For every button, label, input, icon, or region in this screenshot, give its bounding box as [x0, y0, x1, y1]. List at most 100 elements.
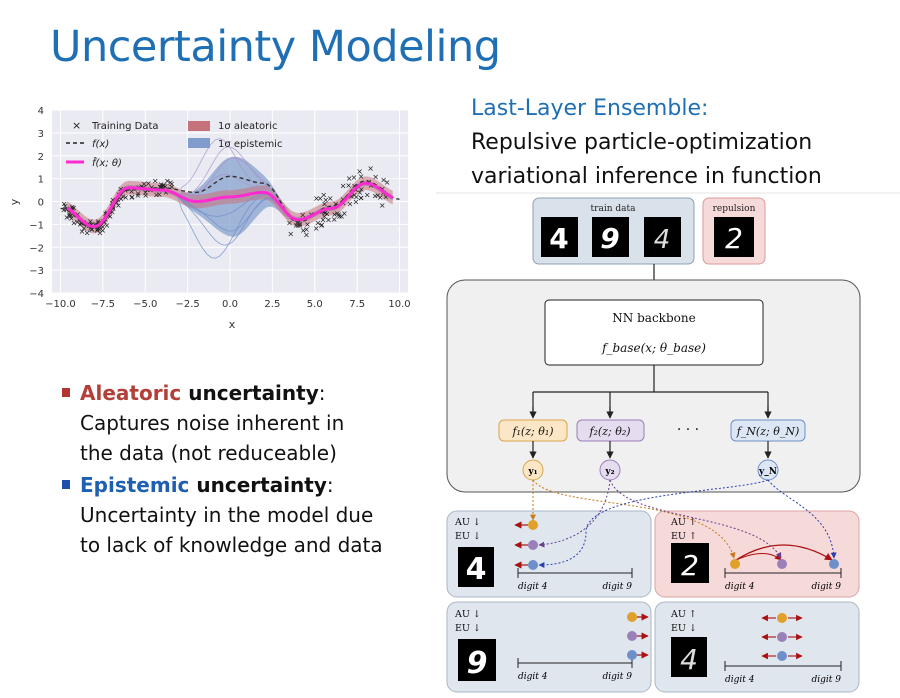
data-point: ×: [78, 219, 85, 228]
data-point: ×: [120, 192, 127, 201]
backbone-formula: f_base(x; θ_base): [601, 341, 706, 355]
data-point: ×: [68, 214, 75, 223]
data-point: ×: [379, 201, 386, 210]
digit-image-4b: [644, 217, 681, 257]
data-point: ×: [128, 187, 135, 196]
legend-item-fx: f(x): [92, 139, 109, 150]
data-point: ×: [142, 188, 149, 197]
data-point: ×: [168, 183, 175, 192]
data-point: ×: [152, 176, 159, 185]
x-tick-label: −10.0: [45, 299, 76, 310]
connector-yn-b: [767, 479, 837, 559]
data-point: ×: [317, 194, 324, 203]
head-2-label: f₂(z; θ₂): [588, 425, 630, 438]
bullet-epistemic: Epistemic uncertainty: Uncertainty in th…: [62, 470, 442, 560]
panel-digit-glyph: 4: [680, 643, 698, 676]
data-point: ×: [331, 215, 338, 224]
legend-item-epistemic: 1σ epistemic: [218, 139, 282, 150]
data-point: ×: [117, 184, 124, 193]
data-point: ×: [299, 211, 306, 220]
data-point: ×: [96, 223, 103, 232]
data-point: ×: [122, 193, 129, 202]
legend-swatch-epistemic: [188, 138, 210, 148]
data-point: ×: [135, 189, 142, 198]
data-point: ×: [358, 172, 365, 181]
y-tick-label: 0: [38, 198, 44, 209]
data-point: ×: [118, 194, 125, 203]
data-point: ×: [160, 181, 167, 190]
particle-blue: [627, 650, 637, 660]
data-point: ×: [145, 179, 152, 188]
particle-blue: [777, 651, 787, 661]
data-point: ×: [322, 196, 329, 205]
panel-au: AU ↑: [670, 517, 697, 528]
data-point: ×: [160, 181, 167, 190]
data-point: ×: [351, 173, 358, 182]
data-point: ×: [303, 230, 310, 239]
y-axis-label: y: [8, 198, 21, 205]
ellipsis: · · ·: [677, 422, 699, 438]
epistemic-label: Epistemic: [80, 473, 190, 497]
data-point: ×: [84, 229, 91, 238]
backbone-title: NN backbone: [612, 311, 695, 325]
data-point: ×: [313, 194, 320, 203]
data-point: ×: [156, 190, 163, 199]
data-point: ×: [88, 220, 95, 229]
data-point: ×: [128, 193, 135, 202]
data-point: ×: [142, 191, 149, 200]
connector-y2: [538, 479, 611, 548]
data-point: ×: [332, 200, 339, 209]
data-point: ×: [384, 178, 391, 187]
particle-blue: [528, 560, 538, 570]
digit-glyph: 4: [654, 225, 671, 255]
data-point: ×: [336, 210, 343, 219]
data-point: ×: [158, 180, 165, 189]
panel-axis-left: digit 4: [725, 675, 755, 685]
digit-image-9: [592, 217, 629, 257]
data-point: ×: [358, 194, 365, 203]
ensemble-diagram: train data 4 9 4 repulsion 2 NN backbone…: [436, 192, 900, 693]
x-tick-label: −2.5: [175, 299, 199, 310]
panel-eu: EU ↑: [671, 531, 697, 542]
panel-axis-right: digit 9: [812, 582, 842, 592]
data-point: ×: [347, 199, 354, 208]
panel-top-left: [446, 510, 652, 598]
data-point: ×: [380, 175, 387, 184]
y-tick-label: 3: [38, 129, 44, 140]
data-point: ×: [353, 197, 360, 206]
data-point: ×: [61, 199, 68, 208]
data-point: ×: [325, 216, 332, 225]
training-data-points: ××××××××××××××××××××××××××××××××××××××××…: [61, 164, 391, 239]
data-point: ×: [338, 212, 345, 221]
data-point: ×: [296, 219, 303, 228]
epistemic-desc-2: to lack of knowledge and data: [80, 533, 383, 557]
data-point: ×: [129, 192, 136, 201]
data-point: ×: [138, 182, 145, 191]
chart-lines: [60, 175, 400, 230]
data-point: ×: [96, 225, 103, 234]
data-point: ×: [313, 224, 320, 233]
data-point: ×: [141, 179, 148, 188]
data-point: ×: [353, 192, 360, 201]
data-point: ×: [320, 190, 327, 199]
train-data-label: train data: [591, 204, 637, 214]
panel-digit-glyph: 2: [681, 549, 699, 582]
y-tick-label: 4: [38, 106, 44, 117]
data-point: ×: [93, 220, 100, 229]
data-point: ×: [382, 192, 389, 201]
data-point: ×: [81, 224, 88, 233]
data-point: ×: [101, 217, 108, 226]
data-point: ×: [63, 205, 70, 214]
x-tick-label: −7.5: [91, 299, 115, 310]
data-point: ×: [340, 182, 347, 191]
data-point: ×: [70, 219, 77, 228]
panel-au: AU ↓: [454, 517, 481, 528]
data-point: ×: [153, 190, 160, 199]
data-point: ×: [322, 208, 329, 217]
panel-axis-left: digit 4: [518, 672, 548, 682]
branch-lines: [532, 365, 769, 416]
data-point: ×: [64, 213, 71, 222]
panel-axis-left: digit 4: [725, 582, 755, 592]
